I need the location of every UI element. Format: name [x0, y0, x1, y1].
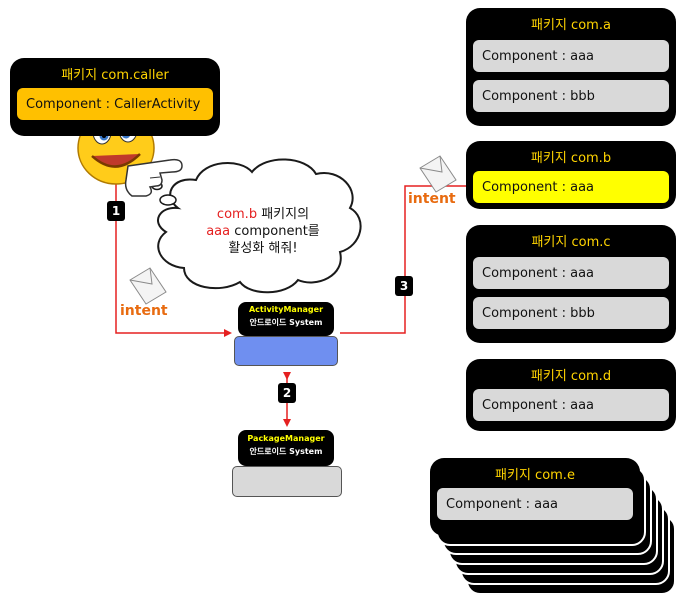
component-aaa: Component : aaa [437, 488, 633, 520]
component-caller-activity: Component : CallerActivity [17, 88, 213, 120]
pointing-hand-icon [124, 158, 183, 197]
component-aaa: Component : aaa [473, 40, 669, 72]
package-com-b: 패키지 com.b Component : aaa [466, 141, 676, 209]
package-title: 패키지 com.e [495, 468, 575, 483]
component-bbb: Component : bbb [473, 80, 669, 112]
package-title: 패키지 com.d [530, 369, 612, 384]
step-badge: 3 [395, 276, 413, 296]
step-badge: 1 [107, 201, 125, 221]
package-com-c: 패키지 com.c Component : aaa Component : bb… [466, 225, 676, 343]
arrow-activity-manager-to-com-b [340, 182, 474, 334]
envelope-icon [129, 267, 167, 305]
activity-manager-subtitle: 안드로이드 System [249, 318, 323, 327]
activity-manager-name: ActivityManager [248, 305, 324, 314]
package-manager: PackageManager 안드로이드 System [238, 430, 334, 466]
package-title: 패키지 com.c [531, 235, 611, 250]
component-aaa: Component : aaa [473, 389, 669, 421]
intent-label: intent [120, 303, 168, 319]
bubble-text-1: 패키지의 [257, 207, 310, 222]
package-manager-box [232, 466, 342, 497]
package-com-e: 패키지 com.e Component : aaa [430, 458, 640, 536]
envelope-icon [419, 155, 457, 193]
intent-label: intent [408, 191, 456, 207]
package-com-a: 패키지 com.a Component : aaa Component : bb… [466, 8, 676, 126]
package-manager-name: PackageManager [247, 434, 325, 443]
bubble-text-2: component를 [230, 224, 320, 239]
bubble-text-3: 활성화 해줘! [228, 241, 298, 256]
activity-manager: ActivityManager 안드로이드 System [238, 302, 334, 336]
bubble-package: com.b [216, 207, 258, 222]
arrow-caller-to-activity-manager [115, 178, 232, 337]
bubble-component: aaa [206, 224, 231, 239]
package-title: 패키지 com.caller [61, 68, 169, 83]
step-badge: 2 [278, 383, 296, 403]
package-title: 패키지 com.a [531, 18, 611, 33]
component-aaa-target: Component : aaa [473, 171, 669, 203]
activity-manager-box [234, 336, 338, 366]
package-manager-subtitle: 안드로이드 System [249, 447, 323, 456]
package-com-d: 패키지 com.d Component : aaa [466, 359, 676, 431]
bubble-message: com.b 패키지의 aaa component를 활성화 해줘! [178, 206, 348, 257]
component-aaa: Component : aaa [473, 257, 669, 289]
package-title: 패키지 com.b [530, 151, 612, 166]
package-com-caller: 패키지 com.caller Component : CallerActivit… [10, 58, 220, 136]
component-bbb: Component : bbb [473, 297, 669, 329]
